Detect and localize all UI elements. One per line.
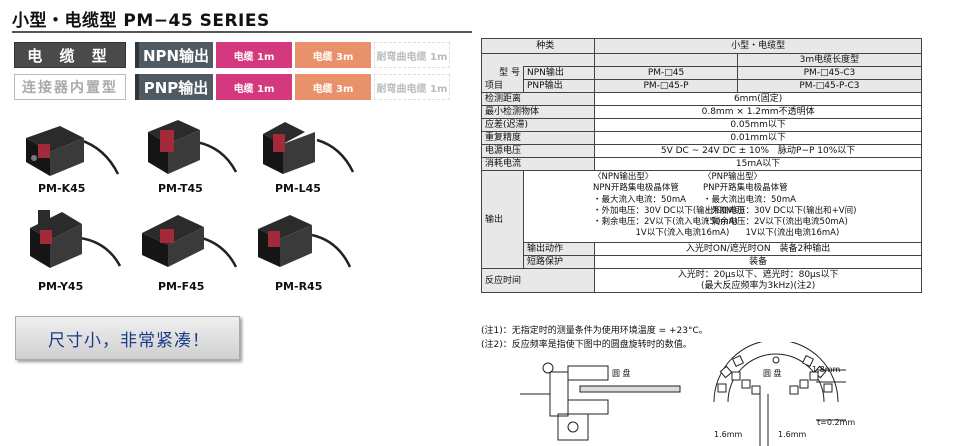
row-label: 重复精度 bbox=[480, 131, 596, 145]
npn-label: NPN输出 bbox=[522, 66, 596, 80]
note-2: (注2)：反应频率是指使下图中的圆盘旋转时的数值。 bbox=[481, 340, 692, 350]
output-pnp: PNP输出 bbox=[135, 74, 213, 100]
dim-1-8mm: 1.8mm bbox=[812, 365, 841, 374]
action-label: 输出动作 bbox=[522, 242, 596, 256]
page-title: 小型・电缆型 PM−45 SERIES bbox=[12, 11, 270, 31]
sensor-image-pm-l45 bbox=[263, 122, 355, 174]
side-view-diagram bbox=[520, 362, 681, 441]
chip-npn-cable1m: 电缆 1m bbox=[216, 42, 292, 68]
pnp-label: PNP输出 bbox=[522, 79, 596, 93]
pnp-output-spec: 〈PNP输出型〉PNP开路集电极晶体管・最大流出电流：50mA・外加电压：30V… bbox=[703, 172, 857, 239]
product-label: PM-Y45 bbox=[38, 280, 84, 293]
spec-table: 种类 小型・电缆型 3m电缆长度型 型 号 NPN输出 PM-□45 PM-□4… bbox=[480, 38, 923, 293]
action-value: 入光时ON/遮光时ON 装备2种输出 bbox=[594, 242, 922, 256]
sensor-image-pm-t45 bbox=[148, 120, 238, 174]
row-value: 0.05mm以下 bbox=[594, 118, 922, 132]
npn-model-1: PM-□45 bbox=[594, 66, 738, 80]
dim-1-6mm-right: 1.6mm bbox=[778, 430, 807, 439]
row-label: 电源电压 bbox=[480, 144, 596, 158]
row-value: 6mm(固定) bbox=[594, 92, 922, 106]
output-label: 输出 bbox=[481, 170, 524, 269]
row-value: 0.8mm × 1.2mm不透明体 bbox=[594, 105, 922, 119]
resp-value-2: (最大反应频率为3kHz)(注2) bbox=[701, 280, 816, 291]
title-divider bbox=[12, 31, 472, 33]
product-label: PM-K45 bbox=[38, 182, 86, 195]
sensor-image-pm-y45 bbox=[30, 210, 122, 268]
disc-label-2: 圆 盘 bbox=[763, 369, 782, 378]
pnp-model-1: PM-□45-P bbox=[594, 79, 738, 93]
product-label: PM-T45 bbox=[158, 182, 203, 195]
sensor-image-pm-r45 bbox=[258, 215, 352, 268]
kind-label: 种类 bbox=[480, 38, 596, 54]
resp-label: 反应时间 bbox=[480, 268, 596, 293]
chip-npn-cable3m: 电缆 3m bbox=[295, 42, 371, 68]
chip-pnp-cable3m: 电缆 3m bbox=[295, 74, 371, 100]
pnp-model-2: PM-□45-P-C3 bbox=[736, 79, 923, 93]
product-label: PM-F45 bbox=[158, 280, 205, 293]
chip-pnp-flex1m: 耐弯曲电缆 1m bbox=[374, 74, 450, 100]
row-value: 5V DC ~ 24V DC ± 10% 脉动P−P 10%以下 bbox=[594, 144, 922, 158]
sensor-image-pm-f45 bbox=[142, 215, 238, 268]
short-label: 短路保护 bbox=[522, 255, 596, 269]
chip-pnp-cable1m: 电缆 1m bbox=[216, 74, 292, 100]
short-value: 装备 bbox=[594, 255, 922, 269]
item-label: 项目 bbox=[481, 79, 524, 93]
row-value: 0.01mm以下 bbox=[594, 131, 922, 145]
row-label: 最小检测物体 bbox=[480, 105, 596, 119]
type-connector: 连接器内置型 bbox=[14, 74, 126, 100]
resp-value-1: 入光时：20μs以下、遮光时：80μs以下 bbox=[677, 269, 839, 280]
kind-value: 小型・电缆型 bbox=[594, 38, 922, 54]
model-label: 型 号 bbox=[481, 66, 524, 80]
compact-banner: 尺寸小，非常紧凑！ bbox=[15, 316, 240, 360]
dim-1-6mm-left: 1.6mm bbox=[714, 430, 743, 439]
npn-output-spec: 〈NPN输出型〉NPN开路集电极晶体管・最大流入电流：50mA・外加电压：30V… bbox=[593, 172, 745, 239]
output-npn: NPN输出 bbox=[135, 42, 213, 68]
sensor-image-pm-k45 bbox=[26, 126, 120, 176]
dim-thickness: t=0.2mm bbox=[817, 418, 856, 427]
type-cable: 电 缆 型 bbox=[14, 42, 126, 68]
disc-diagram bbox=[713, 342, 846, 446]
product-label: PM-L45 bbox=[275, 182, 321, 195]
note-1: (注1)：无指定时的测量条件为使用环境温度 = +23°C。 bbox=[481, 326, 708, 336]
row-label: 检测距离 bbox=[480, 92, 596, 106]
row-label: 消耗电流 bbox=[480, 157, 596, 171]
disc-label-1: 圆 盘 bbox=[612, 369, 631, 378]
product-label: PM-R45 bbox=[275, 280, 323, 293]
row-value: 15mA以下 bbox=[594, 157, 922, 171]
cable-length-type: 3m电缆长度型 bbox=[736, 53, 923, 67]
row-label: 应差(迟滞) bbox=[480, 118, 596, 132]
chip-npn-flex1m: 耐弯曲电缆 1m bbox=[374, 42, 450, 68]
npn-model-2: PM-□45-C3 bbox=[736, 66, 923, 80]
